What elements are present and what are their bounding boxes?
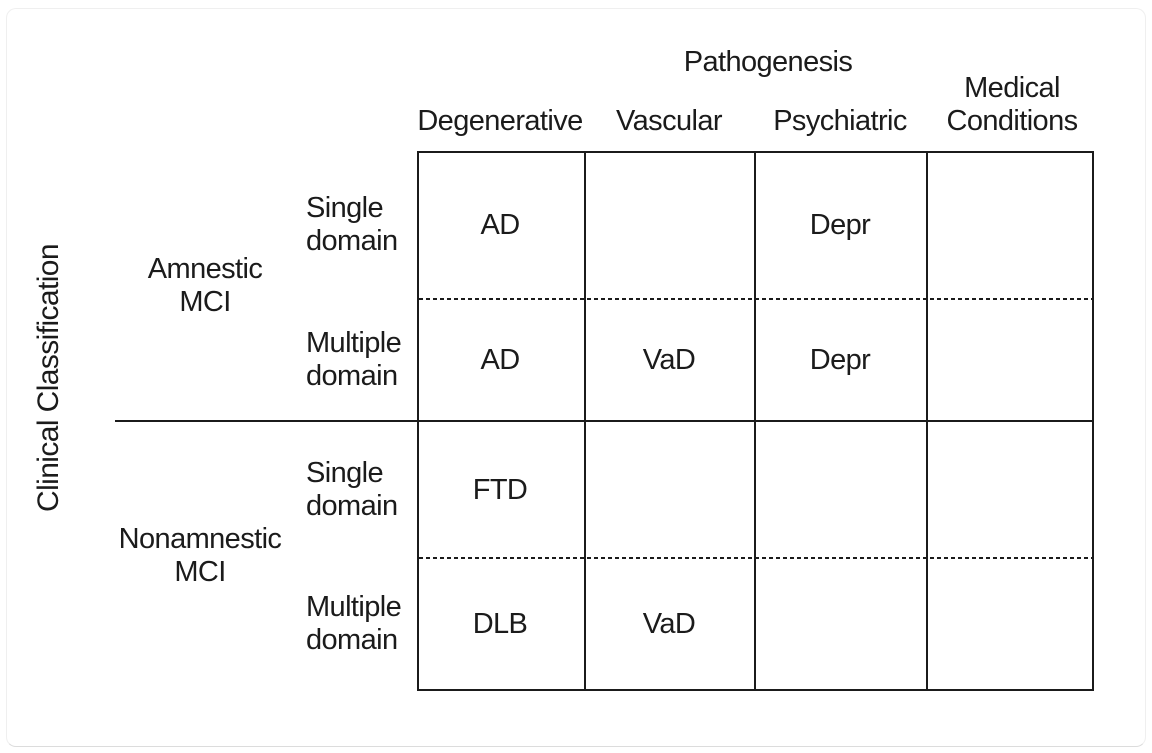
dashed-row-divider-amnestic [419,298,1092,300]
row-label-nonamnestic-multiple-domain: Multiple domain [306,591,402,656]
group-separator-line [115,420,1094,422]
cell-nonamnestic-multiple-vascular: VaD [642,607,696,640]
cell-amnestic-single-degenerative: AD [480,208,520,241]
clinical-classification-axis-title: Clinical Classification [32,244,65,512]
column-header-psychiatric: Psychiatric [773,105,907,137]
row-label-nonamnestic-single-domain: Single domain [306,457,398,522]
cell-amnestic-multiple-psychiatric: Depr [809,343,871,376]
column-divider-2 [754,153,756,689]
cell-nonamnestic-multiple-psychiatric [760,604,920,644]
cell-nonamnestic-single-vascular [589,470,749,510]
column-header-degenerative: Degenerative [417,105,583,137]
cell-amnestic-multiple-medical [930,340,1090,380]
dashed-row-divider-nonamnestic [419,557,1092,559]
cell-amnestic-single-medical [930,205,1090,245]
row-label-amnestic-single-domain: Single domain [306,192,398,257]
cell-nonamnestic-multiple-medical [930,604,1090,644]
column-divider-1 [584,153,586,689]
cell-amnestic-single-psychiatric: Depr [809,208,871,241]
cell-nonamnestic-single-medical [930,470,1090,510]
cell-amnestic-multiple-vascular: VaD [642,343,696,376]
cell-nonamnestic-single-psychiatric [760,470,920,510]
cell-nonamnestic-multiple-degenerative: DLB [472,607,528,640]
cell-amnestic-single-vascular [589,205,749,245]
cell-nonamnestic-single-degenerative: FTD [472,473,528,506]
column-divider-3 [926,153,928,689]
row-label-amnestic-multiple-domain: Multiple domain [306,327,402,392]
matrix-border: AD Depr AD VaD Depr FTD DLB VaD [417,151,1094,691]
row-group-label-nonamnestic-mci: Nonamnestic MCI [118,523,282,588]
cell-amnestic-multiple-degenerative: AD [480,343,520,376]
pathogenesis-axis-title: Pathogenesis [683,46,853,78]
row-group-label-amnestic-mci: Amnestic MCI [147,253,263,318]
column-header-vascular: Vascular [616,105,722,137]
column-header-medical-conditions: Medical Conditions [946,72,1078,137]
